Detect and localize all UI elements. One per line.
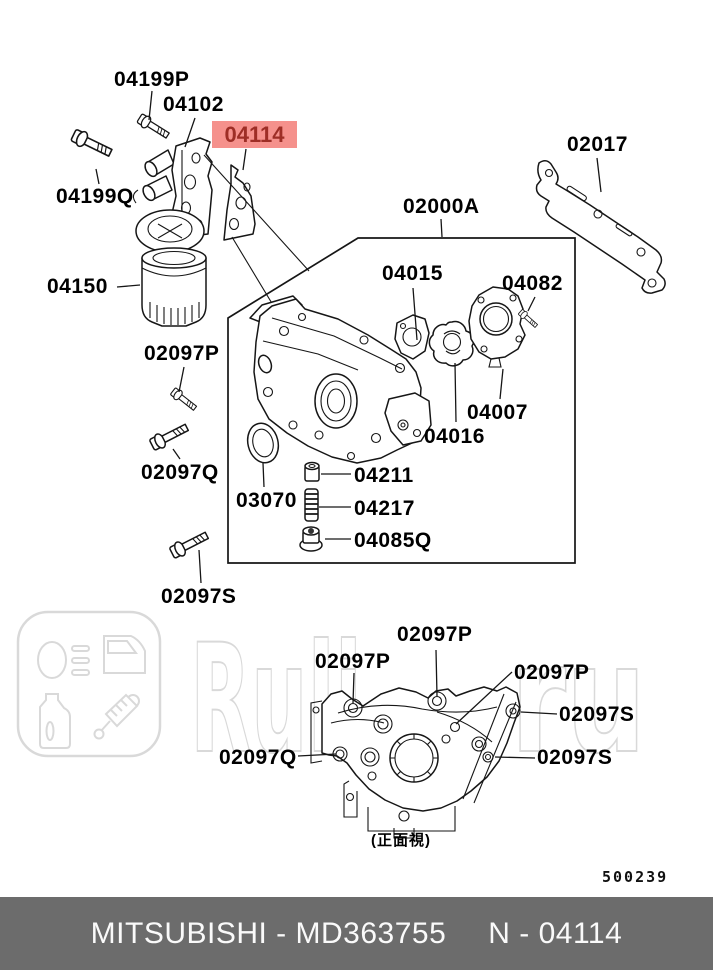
oil-jug-icon bbox=[39, 693, 71, 749]
shock-absorber-icon bbox=[93, 693, 140, 740]
rotor-plate-04015-drawing bbox=[394, 314, 430, 360]
part-label-02097p-front-right: 02097P bbox=[514, 661, 590, 684]
headlight-icon bbox=[37, 641, 90, 679]
bolt-02097s-drawing bbox=[167, 527, 211, 561]
front-view-caption: (正面視) bbox=[371, 832, 431, 849]
part-label-02097s-front-bottom: 02097S bbox=[537, 746, 613, 769]
part-label-04007: 04007 bbox=[467, 401, 528, 424]
alignment-lines bbox=[203, 154, 310, 316]
bolt-02097p-drawing bbox=[169, 386, 199, 414]
leader-lines-upper bbox=[95, 90, 602, 584]
part-label-02097p-front-left: 02097P bbox=[315, 650, 391, 673]
part-label-04199p: 04199P bbox=[114, 68, 190, 91]
rear-plate-04007-drawing bbox=[468, 286, 526, 368]
page-code: 500239 bbox=[602, 868, 669, 886]
part-label-02097s-upper: 02097S bbox=[161, 585, 237, 608]
part-label-04016: 04016 bbox=[424, 425, 485, 448]
filter-mount-drawing bbox=[135, 209, 205, 253]
part-label-02000a: 02000A bbox=[403, 195, 480, 218]
oil-seal-03070-drawing bbox=[246, 422, 280, 464]
part-label-04085q: 04085Q bbox=[354, 529, 432, 552]
plug-04211-drawing bbox=[304, 461, 320, 482]
part-label-02097p-upper: 02097P bbox=[144, 342, 220, 365]
part-label-02097p-front-top: 02097P bbox=[397, 623, 473, 646]
part-label-04211: 04211 bbox=[354, 464, 414, 487]
footer-brand-model: MITSUBISHI - MD363755 bbox=[90, 916, 447, 950]
part-label-02097s-front-right: 02097S bbox=[559, 703, 635, 726]
part-label-04217: 04217 bbox=[354, 497, 415, 520]
bolt-04199q-drawing bbox=[69, 126, 115, 161]
part-label-02097q-upper: 02097Q bbox=[141, 461, 219, 484]
part-label-02097q-front-left: 02097Q bbox=[219, 746, 297, 769]
footer-part-ref: N - 04114 bbox=[488, 916, 623, 950]
part-label-04015: 04015 bbox=[382, 262, 443, 285]
part-label-04150: 04150 bbox=[47, 275, 108, 298]
parts-diagram-artwork: Ruli .ru bbox=[16, 90, 666, 839]
part-label-04082: 04082 bbox=[502, 272, 563, 295]
spring-04217-drawing bbox=[304, 488, 319, 522]
gasket-04114-drawing bbox=[223, 164, 256, 241]
gasket-02017-drawing bbox=[535, 160, 666, 294]
part-label-03070: 03070 bbox=[236, 489, 297, 512]
plug-04085q-drawing bbox=[299, 526, 323, 552]
leader-lines-lower bbox=[297, 649, 558, 759]
watermark-text-brand: Ruli bbox=[190, 613, 362, 787]
part-label-04102: 04102 bbox=[163, 93, 224, 116]
bolt-02097q-drawing bbox=[147, 419, 191, 453]
oil-pump-front-view-drawing bbox=[310, 686, 521, 839]
oil-pump-case-drawing bbox=[249, 295, 432, 464]
highlighted-part-label: 04114 bbox=[212, 121, 297, 148]
exploded-view-box bbox=[227, 237, 576, 564]
part-label-02017: 02017 bbox=[567, 133, 628, 156]
footer-bar: MITSUBISHI - MD363755 N - 04114 bbox=[0, 897, 713, 970]
bolt-04199p-drawing bbox=[135, 111, 172, 142]
part-label-04199q: 04199Q bbox=[56, 185, 134, 208]
rotor-04016-drawing bbox=[428, 320, 475, 367]
car-door-icon bbox=[103, 635, 146, 674]
oil-filter-04150-drawing bbox=[141, 247, 207, 327]
